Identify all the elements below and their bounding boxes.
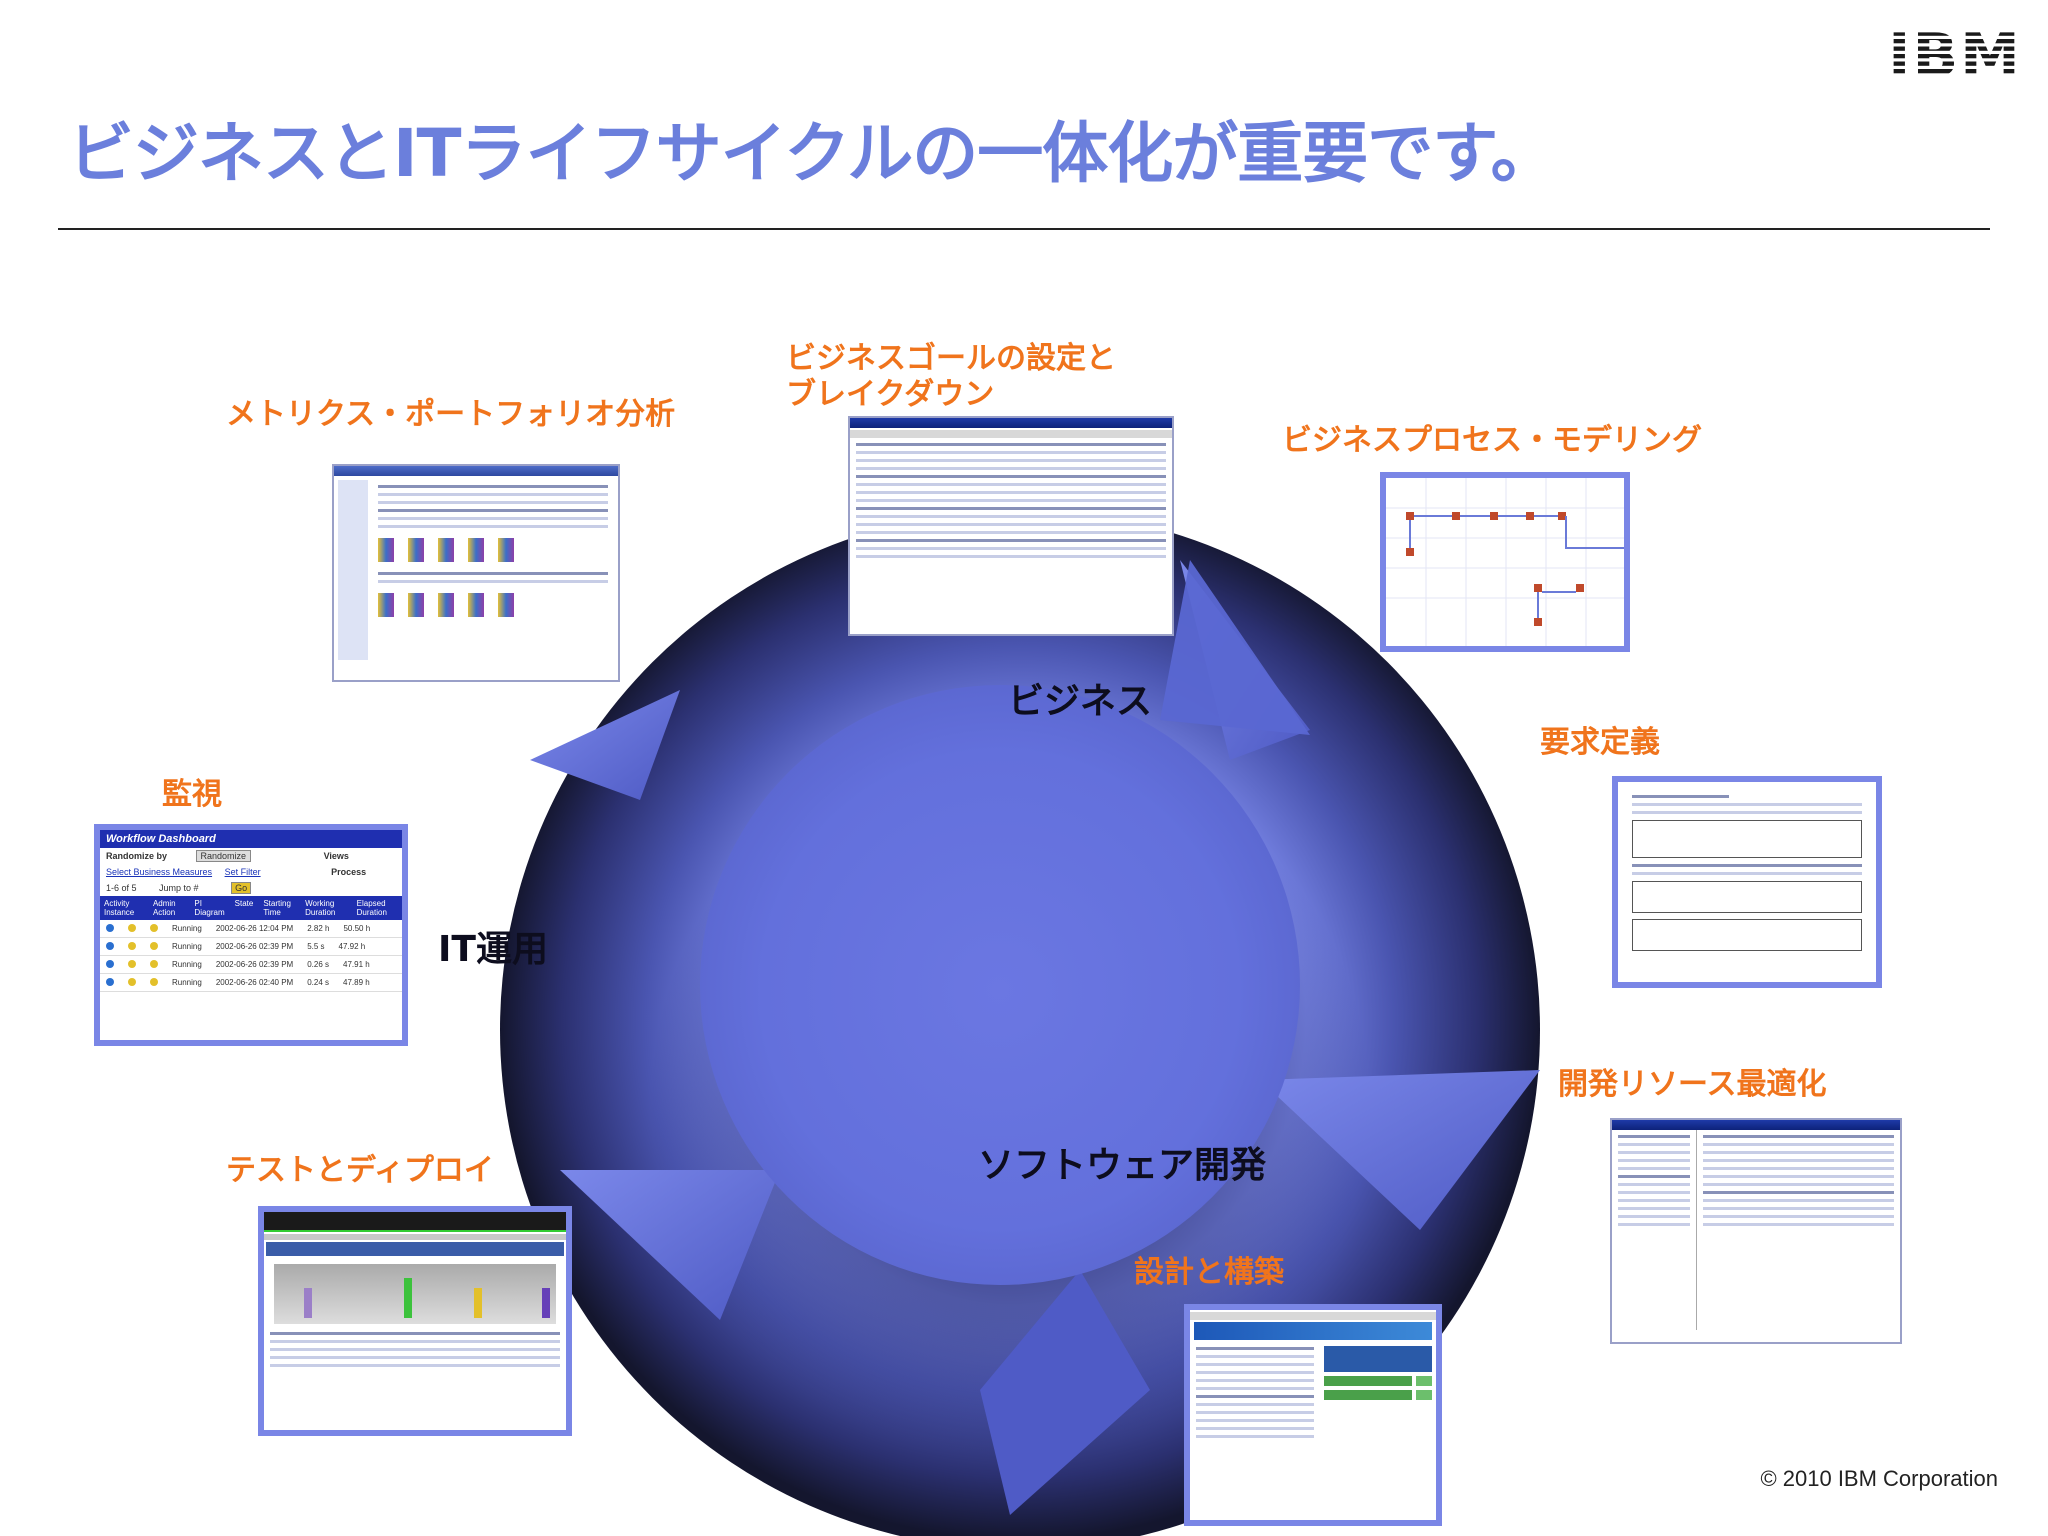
stage-test-label: テストとディプロイ [226, 1153, 494, 1188]
stage-metrics-label: メトリクス・ポートフォリオ分析 [226, 397, 676, 432]
goal-breakdown-screenshot [848, 416, 1174, 636]
go-button[interactable]: Go [231, 882, 252, 894]
arrow-bottom [980, 1270, 1150, 1515]
business-label: ビジネス [1008, 681, 1153, 722]
stage-process-label: ビジネスプロセス・モデリング [1282, 423, 1702, 458]
software-dev-label: ソフトウェア開発 [978, 1145, 1267, 1186]
cycle-core [700, 685, 1300, 1285]
dashboard-table-header: Activity Instance Admin Action PI Diagra… [100, 896, 402, 920]
page-title: ビジネスとITライフサイクルの一体化が重要です。 [68, 115, 1557, 192]
arrow-right-bottom [1260, 1070, 1540, 1230]
paging-text: 1-6 of 5 [106, 883, 137, 893]
stage-goal-label-2: ブレイクダウン [786, 377, 995, 412]
stage-goal-label-1: ビジネスゴールの設定と [786, 341, 1116, 376]
arrow-business-right [1160, 560, 1310, 735]
stage-requirements-label: 要求定義 [1540, 725, 1660, 760]
process-label: Process [331, 867, 367, 877]
it-operations-label: IT運用 [438, 929, 548, 970]
randomize-button[interactable]: Randomize [195, 850, 252, 862]
set-filter-link[interactable]: Set Filter [224, 867, 261, 877]
requirements-screenshot [1612, 776, 1882, 988]
stage-monitoring-label: 監視 [162, 777, 222, 812]
randomize-label: Randomize by [106, 851, 168, 861]
process-modeling-screenshot [1380, 472, 1630, 652]
title-divider [58, 228, 1990, 230]
test-deploy-screenshot [258, 1206, 572, 1436]
arrow-left-top [530, 690, 680, 800]
stage-resources-label: 開発リソース最適化 [1558, 1067, 1827, 1102]
views-label: Views [323, 851, 349, 861]
dashboard-title: Workflow Dashboard [100, 830, 402, 848]
workflow-dashboard-screenshot: Workflow Dashboard Randomize by Randomiz… [94, 824, 408, 1046]
stage-design-label: 設計と構築 [1134, 1255, 1284, 1290]
resources-screenshot [1610, 1118, 1902, 1344]
design-build-screenshot [1184, 1304, 1442, 1526]
metrics-screenshot [332, 464, 620, 682]
copyright-footer: © 2010 IBM Corporation [1760, 1466, 1998, 1491]
process-flow-diagram [1386, 478, 1624, 646]
select-measures-link[interactable]: Select Business Measures [106, 867, 213, 877]
ibm-logo: IBM [1890, 24, 2020, 84]
jump-to-label: Jump to # [159, 883, 199, 893]
arrow-left-bottom [560, 1170, 780, 1320]
svg-text:IBM: IBM [1890, 24, 2020, 84]
